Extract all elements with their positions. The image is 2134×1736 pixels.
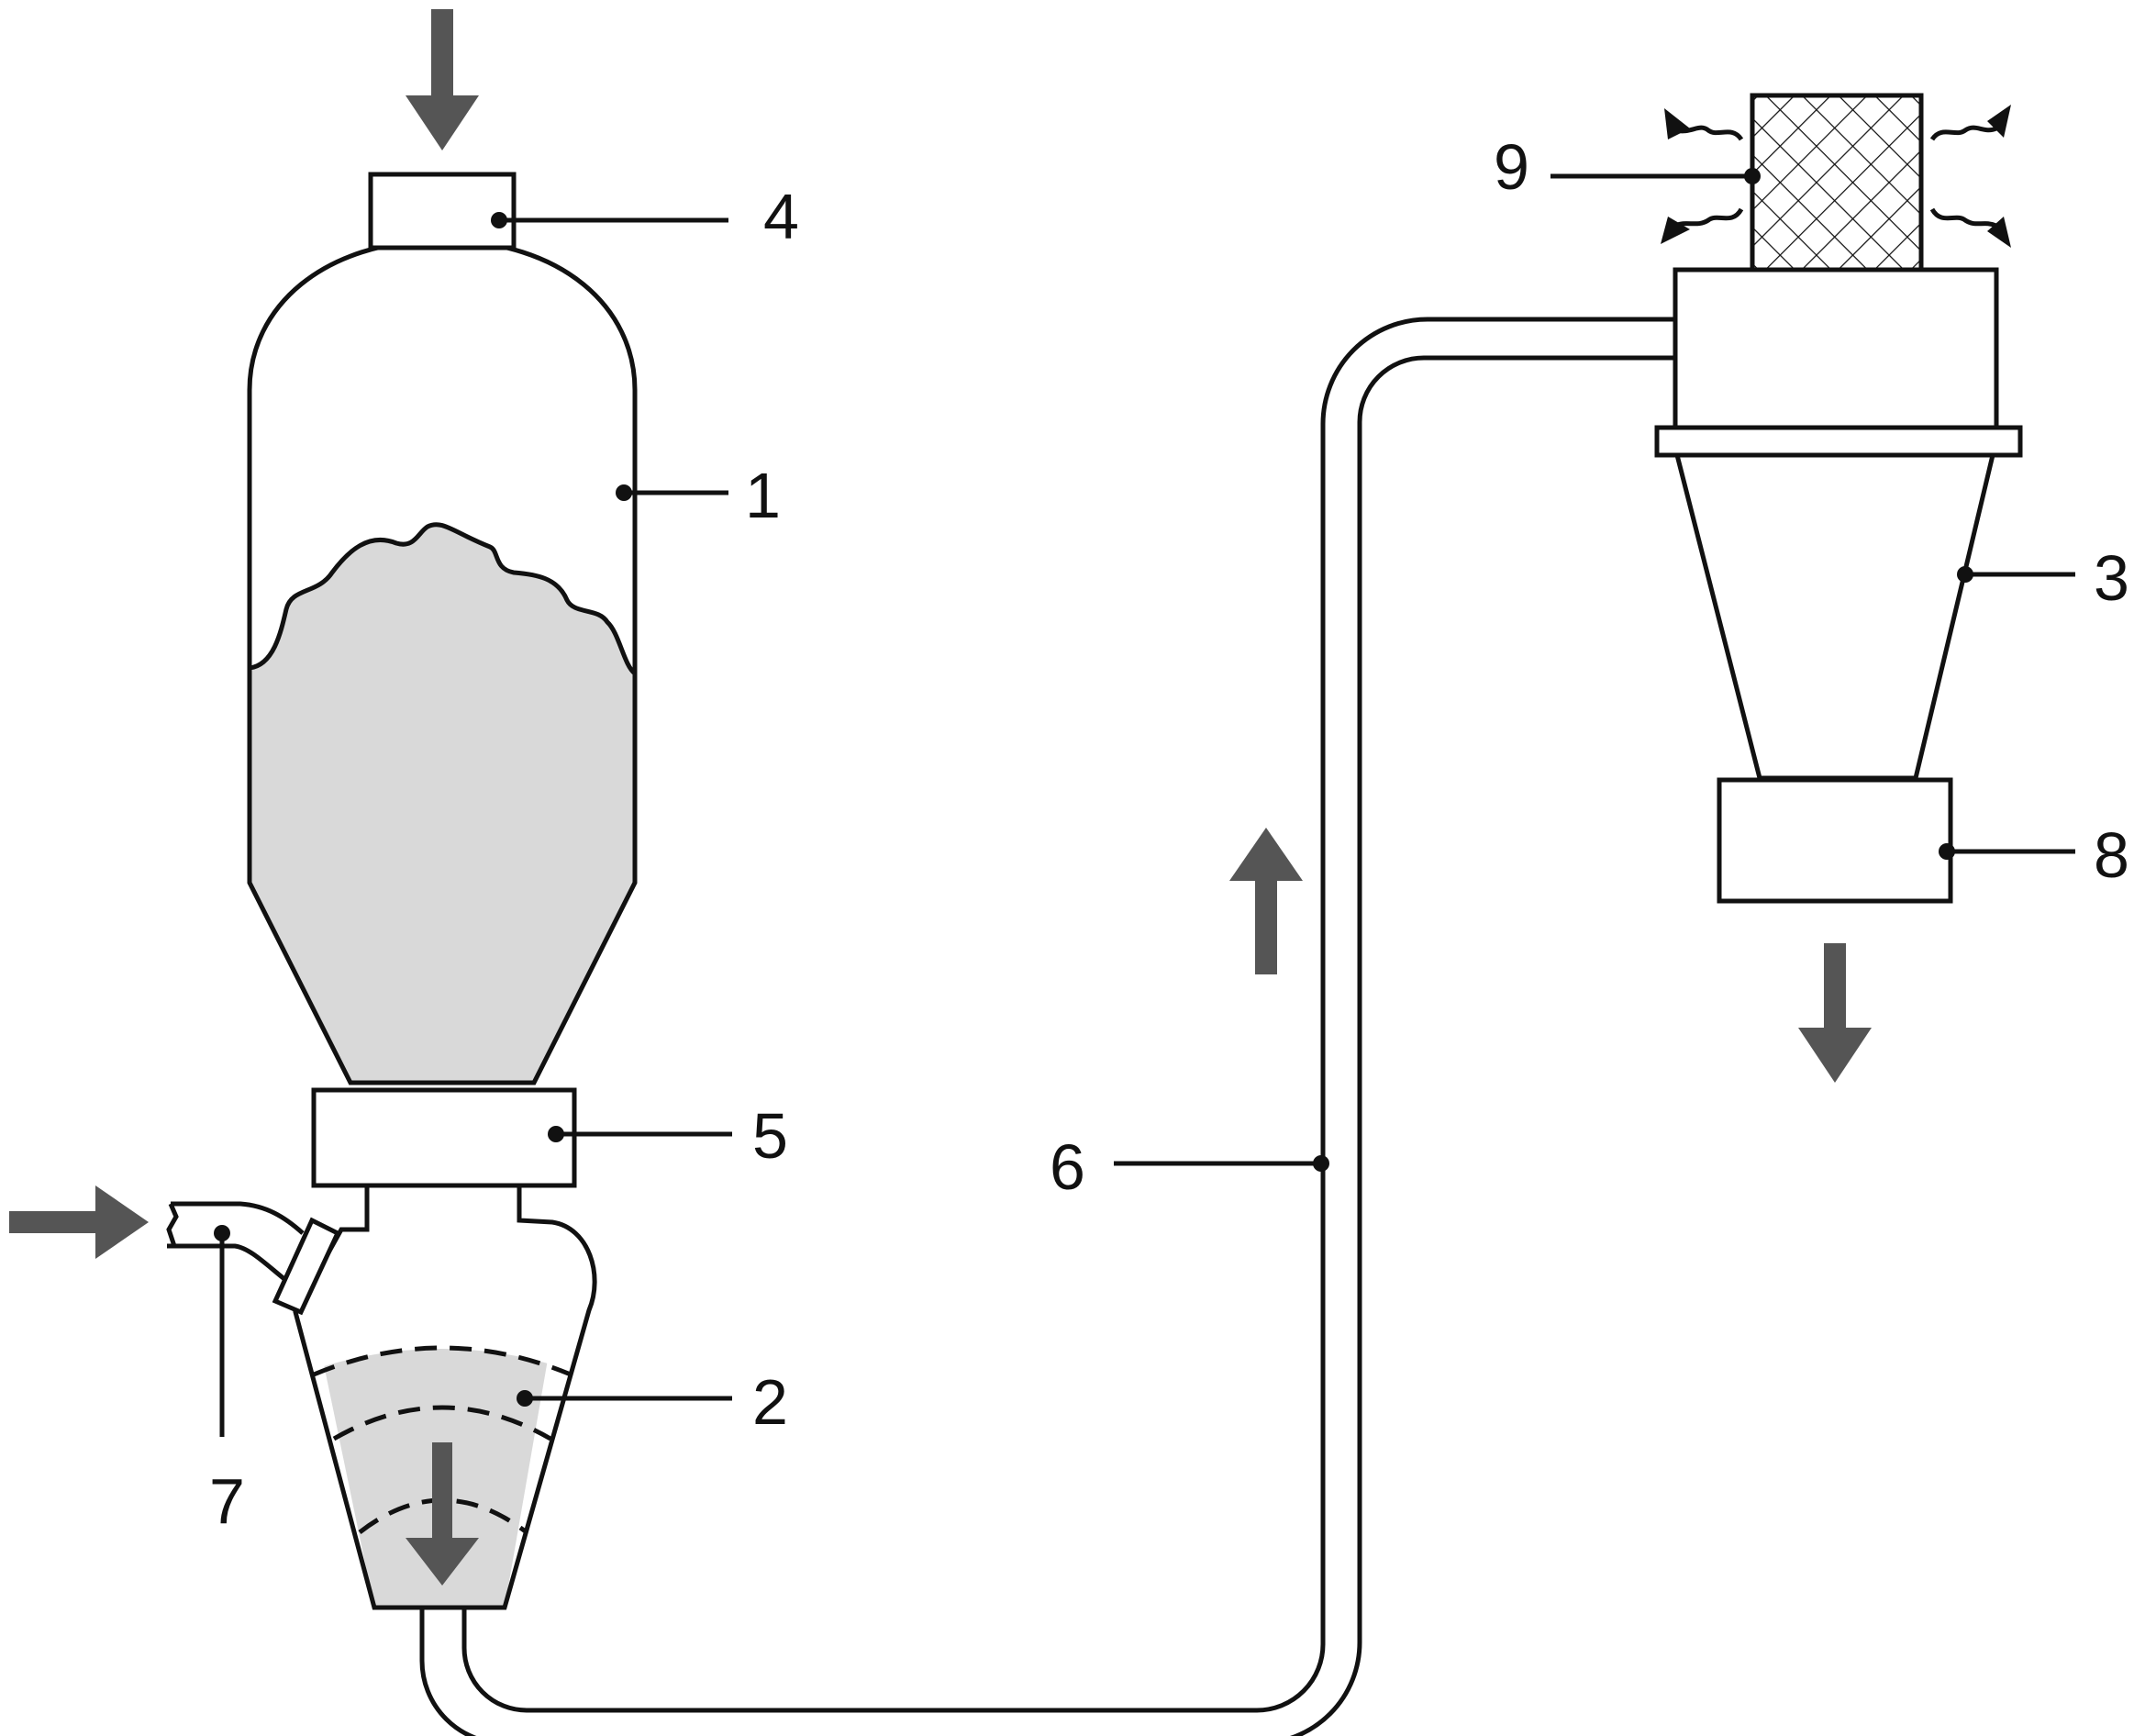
flow-arrow-icon	[1229, 828, 1303, 974]
callout-2: 2	[517, 1366, 788, 1438]
cyclone-separator	[1654, 267, 2023, 781]
callout-label-7: 7	[209, 1465, 245, 1537]
callout-label-4: 4	[763, 181, 799, 252]
callout-8: 8	[1939, 819, 2129, 891]
callout-5: 5	[548, 1100, 788, 1172]
callout-label-9: 9	[1494, 131, 1529, 203]
flow-arrow-icon	[1798, 943, 1872, 1083]
blow-vessel	[293, 1185, 597, 1610]
callout-6: 6	[1050, 1131, 1329, 1203]
callout-9: 9	[1494, 131, 1761, 203]
callout-label-3: 3	[2094, 542, 2129, 614]
storage-silo	[247, 238, 638, 1085]
callout-1: 1	[616, 460, 781, 531]
callout-3: 3	[1957, 542, 2129, 614]
inlet-valve	[368, 172, 517, 250]
callout-label-1: 1	[745, 460, 781, 531]
rotary-feeder	[311, 1087, 577, 1188]
air-inlet	[166, 1201, 341, 1316]
callout-7: 7	[209, 1225, 245, 1537]
callout-4: 4	[491, 181, 799, 252]
flow-arrow-icon	[9, 1185, 149, 1259]
crosshatch-filter	[1750, 93, 1924, 273]
receiver-hopper	[1717, 777, 1953, 904]
callout-label-2: 2	[752, 1366, 788, 1438]
flow-arrow-icon	[406, 9, 479, 150]
callout-label-6: 6	[1050, 1131, 1085, 1203]
callout-label-8: 8	[2094, 819, 2129, 891]
vent-arrow-icon	[1661, 105, 2011, 248]
flow-arrow-icon	[406, 1442, 479, 1586]
conveying-pipe	[419, 317, 1675, 1736]
silo-powder	[250, 524, 635, 1083]
callout-label-5: 5	[752, 1100, 788, 1172]
